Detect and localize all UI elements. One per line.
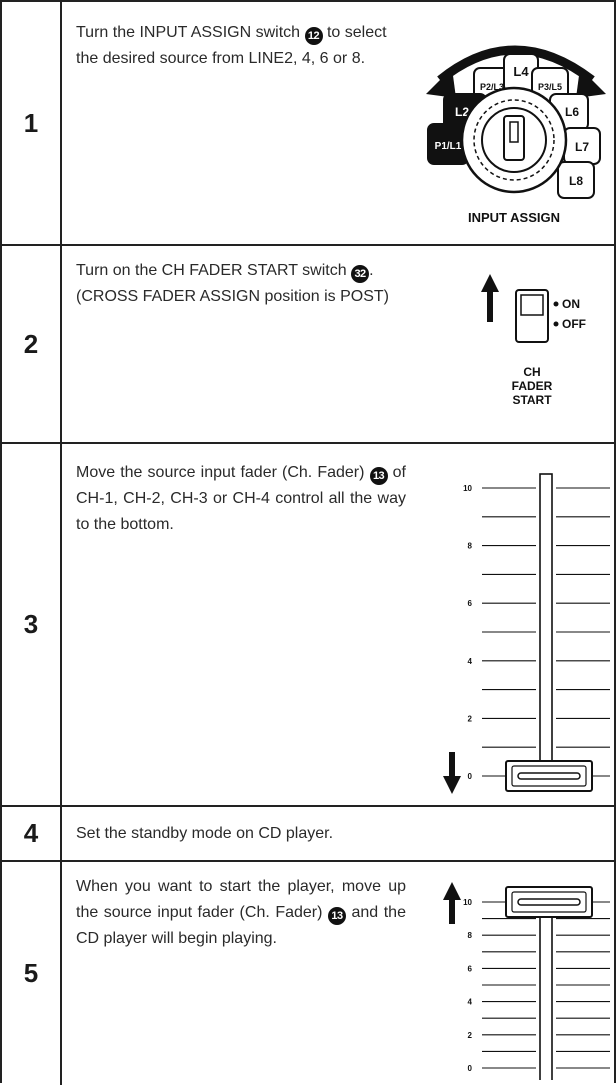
reference-number-icon: 32 (351, 265, 370, 283)
step-row-5: 5 When you want to start the player, mov… (2, 862, 614, 1085)
step-text-part: of CH-1, CH-2, CH-3 or CH-4 control all … (76, 464, 406, 533)
scale-label: 0 (468, 772, 473, 781)
reference-number-icon: 13 (369, 467, 388, 485)
step-text-part: When you want to start the player, move … (76, 878, 406, 921)
scale-label: 10 (463, 484, 472, 493)
scale-label: 10 (463, 898, 472, 907)
step-text: Turn the INPUT ASSIGN switch 12 to selec… (76, 20, 406, 72)
step-row-2: 2 Turn on the CH FADER START switch 32. … (2, 246, 614, 444)
scale-label: 2 (468, 714, 473, 723)
step-text: Turn on the CH FADER START switch 32. (C… (76, 258, 420, 310)
fader-knob-grip (517, 772, 581, 780)
channel-fader-figure: 10 8 6 4 2 0 (443, 473, 610, 794)
input-assign-knob-figure: P1/L1 L2 P2/L3 L4 P3/L5 L6 L7 L8 INPUT A… (426, 45, 606, 225)
knob-label: L6 (565, 105, 579, 119)
fader-start-switch-figure: ON OFF CH FADER START (481, 274, 586, 407)
step-text-part: Turn the INPUT ASSIGN switch (76, 24, 301, 41)
step-text-part: . (CROSS FADER ASSIGN position is POST) (76, 262, 389, 305)
step-row-4: 4 Set the standby mode on CD player. (2, 807, 614, 862)
channel-fader-figure: 10 8 6 4 2 0 (443, 882, 610, 1080)
switch-off-label: OFF (562, 317, 586, 331)
knob-label: P1/L1 (435, 141, 462, 152)
step-text: When you want to start the player, move … (76, 874, 406, 952)
step-text-part: Move the source input fader (Ch. Fader) (76, 464, 365, 481)
knob-label: L2 (455, 105, 469, 119)
step-text: Move the source input fader (Ch. Fader) … (76, 460, 406, 538)
knob-label: P2/L3 (480, 82, 504, 92)
knob-label: L7 (575, 140, 589, 154)
switch-on-label: ON (562, 297, 580, 311)
scale-label: 4 (468, 998, 473, 1007)
step-number: 4 (2, 807, 62, 860)
reference-number-icon: 13 (327, 907, 346, 925)
step-text-part: Turn on the CH FADER START switch (76, 262, 347, 279)
switch-caption: CH (523, 365, 540, 379)
step-number: 2 (2, 246, 62, 442)
scale-label: 0 (468, 1064, 473, 1073)
knob-label: L4 (513, 64, 529, 79)
step-text-part: to select the desired source from LINE2,… (76, 24, 387, 67)
fader-track (539, 473, 553, 791)
arrow-down-icon (443, 752, 461, 794)
arrow-up-icon (443, 882, 461, 924)
scale-label: 6 (468, 599, 473, 608)
step-number: 3 (2, 444, 62, 805)
step-text: Set the standby mode on CD player. (76, 825, 334, 842)
step-number: 1 (2, 2, 62, 244)
scale-label: 2 (468, 1031, 473, 1040)
fader-knob-grip (517, 898, 581, 906)
switch-caption: FADER (512, 379, 553, 393)
step-row-1: 1 Turn the INPUT ASSIGN switch 12 to sel… (2, 2, 614, 246)
step-text-part: and the CD player will begin playing. (76, 904, 406, 947)
scale-label: 8 (468, 931, 473, 940)
reference-number-icon: 12 (304, 27, 323, 45)
scale-label: 6 (468, 964, 473, 973)
knob-label: P3/L5 (538, 82, 562, 92)
knob-caption: INPUT ASSIGN (468, 210, 560, 225)
scale-label: 8 (468, 542, 473, 551)
switch-caption: START (512, 393, 552, 407)
knob-label: L8 (569, 174, 583, 188)
step-number: 5 (2, 862, 62, 1085)
scale-label: 4 (468, 657, 473, 666)
step-row-3: 3 Move the source input fader (Ch. Fader… (2, 444, 614, 807)
